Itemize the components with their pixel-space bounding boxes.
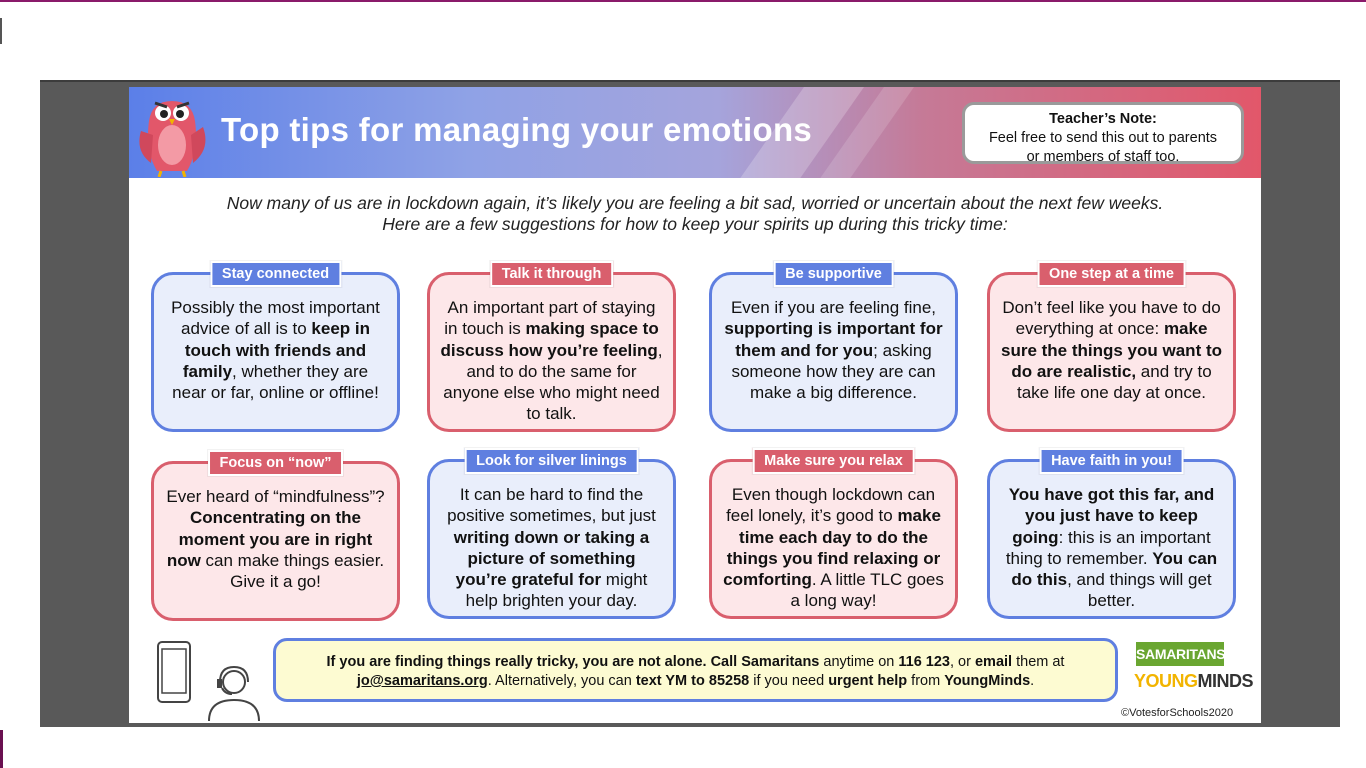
youngminds-logo: YOUNGMINDS <box>1134 671 1254 691</box>
copyright: ©VotesforSchools2020 <box>1121 707 1234 719</box>
tip-card-label: Talk it through <box>489 261 614 287</box>
tip-card-label: Look for silver linings <box>464 448 639 474</box>
help-message-box: If you are finding things really tricky,… <box>273 638 1118 702</box>
owl-mascot-icon <box>139 101 206 177</box>
tip-card-text: Don’t feel like you have to do everythin… <box>1000 298 1222 403</box>
page-title: Top tips for managing your emotions <box>221 111 813 148</box>
tip-card: Focus on “now” Ever heard of “mindfulnes… <box>151 450 400 621</box>
tip-card-label: Stay connected <box>209 261 342 287</box>
tip-card-text: Ever heard of “mindfulness”? Concentrati… <box>166 487 385 592</box>
tip-card: One step at a time Don’t feel like you h… <box>987 261 1236 432</box>
intro-line: Now many of us are in lockdown again, it… <box>226 193 1164 213</box>
tip-card-label: One step at a time <box>1037 261 1186 287</box>
intro-text: Now many of us are in lockdown again, it… <box>129 193 1261 235</box>
tip-card: Be supportive Even if you are feeling fi… <box>709 261 958 432</box>
headset-icon <box>208 665 260 722</box>
slide: Top tips for managing your emotions Teac… <box>129 87 1261 723</box>
tip-card-text: Possibly the most important advice of al… <box>171 298 380 403</box>
tip-card-text: Even though lockdown can feel lonely, it… <box>723 485 944 611</box>
tip-card: Stay connected Possibly the most importa… <box>151 261 400 432</box>
tip-card-text: It can be hard to find the positive some… <box>447 485 656 611</box>
tip-card-text: An important part of staying in touch is… <box>440 298 663 424</box>
left-edge-mark <box>0 18 2 44</box>
intro-line: Here are a few suggestions for how to ke… <box>382 214 1008 234</box>
samaritans-logo: SAMARITANS <box>1136 642 1226 666</box>
tip-card-text: Even if you are feeling fine, supporting… <box>724 298 943 403</box>
teachers-note-line: or members of staff too. <box>1026 149 1180 165</box>
tip-card-text: You have got this far, and you just have… <box>1005 485 1218 611</box>
tip-card-label: Make sure you relax <box>752 448 915 474</box>
teachers-note-line: Feel free to send this out to parents <box>988 130 1218 146</box>
left-edge-mark-bottom <box>0 730 3 768</box>
title-banner: Top tips for managing your emotions Teac… <box>129 87 1261 178</box>
tip-card: Make sure you relax Even though lockdown… <box>709 448 958 619</box>
top-border <box>0 0 1366 2</box>
tip-card-label: Have faith in you! <box>1039 448 1184 474</box>
tip-card: Have faith in you! You have got this far… <box>987 448 1236 619</box>
tip-card-label: Be supportive <box>773 261 894 287</box>
phone-icon <box>157 641 191 703</box>
tip-card: Look for silver linings It can be hard t… <box>427 448 676 619</box>
tip-card: Talk it through An important part of sta… <box>427 261 676 432</box>
teachers-note: Teacher’s Note: Feel free to send this o… <box>962 102 1244 165</box>
tip-card-label: Focus on “now” <box>207 450 344 476</box>
teachers-note-title: Teacher’s Note: <box>1049 111 1157 127</box>
